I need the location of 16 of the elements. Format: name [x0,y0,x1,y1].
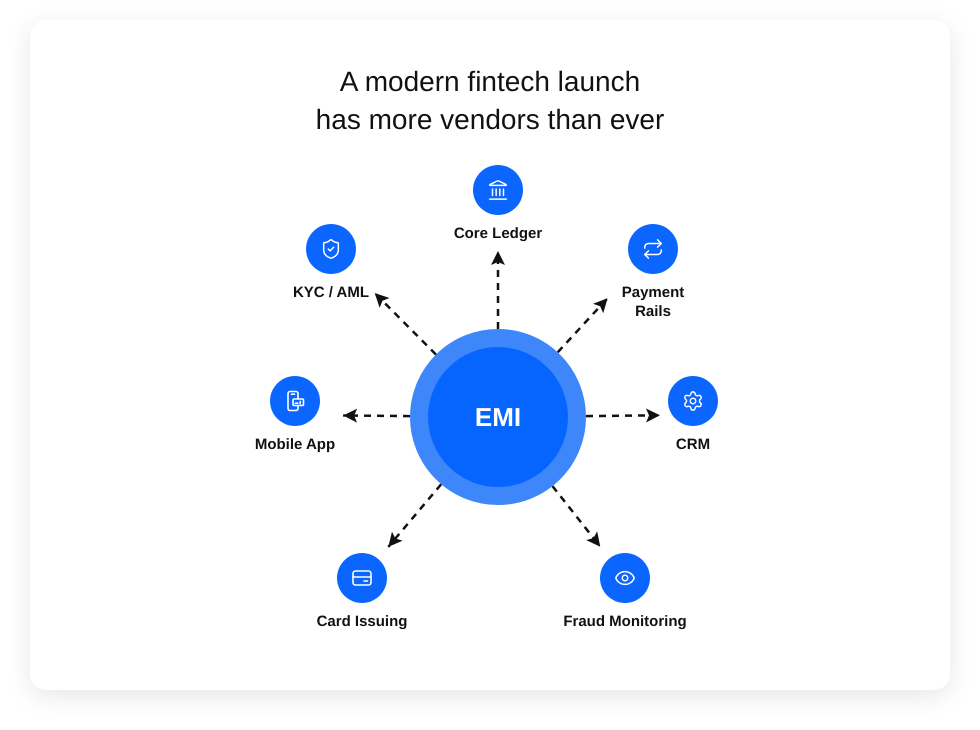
node-label: Core Ledger [454,225,542,242]
dashed-arrow [343,408,410,423]
dashed-arrow [556,297,609,354]
node-label: KYC / AML [292,284,370,301]
node-label: CRM [676,436,710,453]
hub-label: EMI [474,402,522,432]
dashed-arrow [374,292,437,356]
node-label: Card Issuing [316,613,408,630]
dashed-arrow [387,483,442,548]
dashed-arrow [586,408,660,422]
dashed-arrow [552,485,602,548]
node-label: Fraud Monitoring [563,613,687,630]
node-label: Payment Rails [622,284,684,320]
title: A modern fintech launch has more vendors than ever [316,66,664,135]
node-label: Mobile App [254,436,336,453]
dashed-arrow [491,251,505,329]
